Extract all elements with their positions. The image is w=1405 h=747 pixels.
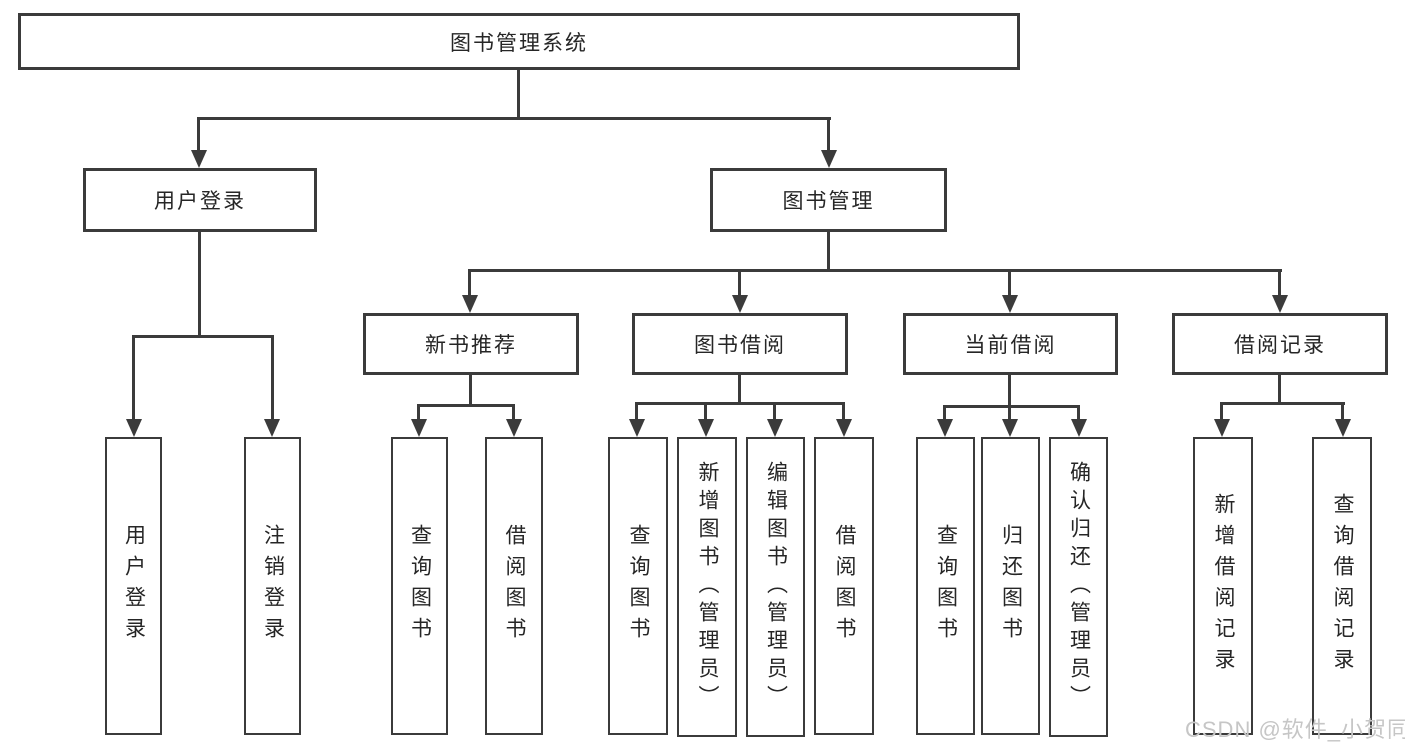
arrowhead-bb-borrow	[836, 419, 852, 437]
connector-level3-bar	[469, 269, 1282, 272]
leaf-br-add-record-label: 新增借阅记录	[1212, 493, 1235, 679]
connector-to-bb-add	[704, 402, 707, 421]
arrowhead-cb-confirm	[1071, 419, 1087, 437]
leaf-cb-query-books: 查询图书	[916, 437, 975, 735]
arrowhead-leaf-user-login	[126, 419, 142, 437]
connector-to-borrow-records	[1278, 269, 1281, 297]
arrowhead-nb-query	[411, 419, 427, 437]
arrowhead-user-login	[191, 150, 207, 168]
leaf-bb-borrow-books-label: 借阅图书	[833, 524, 856, 648]
arrowhead-book-mgmt	[821, 150, 837, 168]
leaf-cb-query-books-label: 查询图书	[934, 524, 958, 648]
connector-to-cb-confirm	[1077, 405, 1080, 421]
arrowhead-current-borrow	[1002, 295, 1018, 313]
arrowhead-book-borrow	[732, 295, 748, 313]
connector-new-book-bar	[418, 404, 515, 407]
node-book-borrow: 图书借阅	[632, 313, 848, 375]
arrowhead-borrow-records	[1272, 295, 1288, 313]
node-borrow-records-label: 借阅记录	[1234, 334, 1326, 357]
node-book-borrow-label: 图书借阅	[694, 334, 786, 357]
leaf-bb-add-books: 新增图书（管理员）	[677, 437, 737, 737]
node-book-mgmt-label: 图书管理	[782, 190, 875, 213]
connector-to-user-login	[197, 117, 200, 153]
arrowhead-cb-return	[1002, 419, 1018, 437]
node-book-mgmt: 图书管理	[710, 168, 947, 232]
node-new-book-label: 新书推荐	[425, 334, 517, 357]
connector-to-cb-query	[943, 405, 946, 421]
node-borrow-records: 借阅记录	[1172, 313, 1388, 375]
leaf-bb-edit-books-label: 编辑图书（管理员）	[764, 461, 788, 713]
connector-to-nb-borrow	[512, 404, 515, 421]
connector-root-drop	[517, 70, 520, 118]
leaf-bb-query-books: 查询图书	[608, 437, 668, 735]
connector-to-new-book	[468, 269, 471, 297]
arrowhead-bb-query	[629, 419, 645, 437]
node-new-book: 新书推荐	[363, 313, 579, 375]
leaf-nb-query-books-label: 查询图书	[408, 524, 432, 648]
leaf-bb-add-books-label: 新增图书（管理员）	[696, 461, 719, 713]
connector-book-borrow-bar	[636, 402, 845, 405]
leaf-br-query-record: 查询借阅记录	[1312, 437, 1372, 735]
connector-user-login-drop	[198, 231, 201, 337]
node-current-borrow-label: 当前借阅	[964, 334, 1057, 357]
leaf-logout: 注销登录	[244, 437, 301, 735]
leaf-cb-confirm-return-label: 确认归还（管理员）	[1067, 461, 1091, 713]
connector-book-borrow-drop	[738, 375, 741, 405]
csdn-watermark: CSDN @软件_小贺同学	[1185, 717, 1405, 742]
node-root-label: 图书管理系统	[450, 31, 588, 55]
connector-to-br-query	[1341, 402, 1344, 421]
node-user-login: 用户登录	[83, 168, 317, 232]
connector-to-leaf-logout	[271, 335, 274, 421]
leaf-nb-borrow-books-label: 借阅图书	[503, 524, 526, 648]
connector-to-bb-query	[635, 402, 638, 421]
leaf-user-login: 用户登录	[105, 437, 162, 735]
leaf-user-login-label: 用户登录	[122, 524, 146, 648]
arrowhead-br-query	[1335, 419, 1351, 437]
connector-level2-bar	[197, 117, 831, 120]
connector-to-bb-borrow	[842, 402, 845, 421]
leaf-cb-confirm-return: 确认归还（管理员）	[1049, 437, 1108, 737]
connector-current-borrow-bar	[944, 405, 1080, 408]
connector-book-mgmt-drop	[827, 231, 830, 272]
connector-login-group-bar	[133, 335, 274, 338]
connector-current-borrow-drop	[1008, 375, 1011, 407]
connector-to-br-add	[1220, 402, 1223, 421]
leaf-bb-query-books-label: 查询图书	[627, 524, 650, 648]
leaf-br-add-record: 新增借阅记录	[1193, 437, 1253, 735]
node-user-login-label: 用户登录	[154, 190, 246, 213]
leaf-bb-borrow-books: 借阅图书	[814, 437, 874, 735]
arrowhead-new-book	[462, 295, 478, 313]
node-current-borrow: 当前借阅	[903, 313, 1118, 375]
connector-to-leaf-user-login	[132, 335, 135, 421]
arrowhead-leaf-logout	[264, 419, 280, 437]
arrowhead-cb-query	[937, 419, 953, 437]
leaf-br-query-record-label: 查询借阅记录	[1331, 493, 1354, 679]
arrowhead-br-add	[1214, 419, 1230, 437]
arrowhead-bb-add	[698, 419, 714, 437]
connector-to-book-mgmt	[827, 117, 830, 153]
connector-borrow-records-drop	[1278, 375, 1281, 404]
leaf-cb-return-books-label: 归还图书	[999, 524, 1023, 648]
leaf-logout-label: 注销登录	[261, 524, 285, 648]
node-root-library-system: 图书管理系统	[18, 13, 1020, 70]
arrowhead-bb-edit	[767, 419, 783, 437]
arrowhead-nb-borrow	[506, 419, 522, 437]
connector-new-book-drop	[469, 375, 472, 406]
connector-borrow-records-bar	[1221, 402, 1345, 405]
connector-to-current-borrow	[1008, 269, 1011, 297]
connector-to-book-borrow	[738, 269, 741, 297]
leaf-cb-return-books: 归还图书	[981, 437, 1040, 735]
connector-to-cb-return	[1008, 405, 1011, 421]
leaf-bb-edit-books: 编辑图书（管理员）	[746, 437, 805, 737]
leaf-nb-query-books: 查询图书	[391, 437, 448, 735]
connector-to-nb-query	[417, 404, 420, 421]
connector-to-bb-edit	[773, 402, 776, 421]
leaf-nb-borrow-books: 借阅图书	[485, 437, 543, 735]
